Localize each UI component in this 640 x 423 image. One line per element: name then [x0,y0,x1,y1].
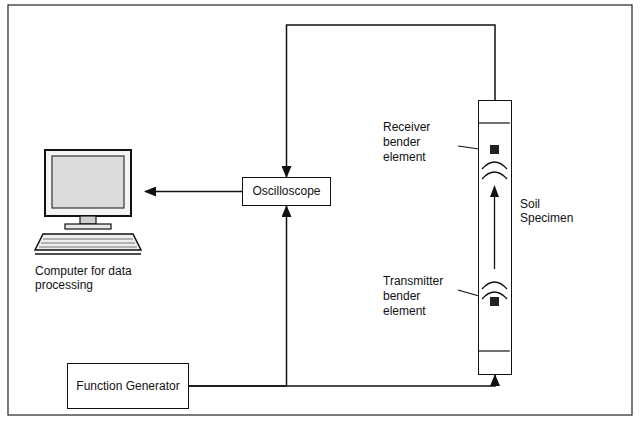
oscilloscope-box: Oscilloscope [242,177,331,206]
signal-wire [189,375,495,386]
signal-wire [287,25,496,177]
soil-specimen: Soil Specimen [478,100,512,375]
signal-wire [189,206,287,386]
node-label: Function Generator [72,379,183,393]
specimen-interior [479,101,510,373]
node-label: Soil Specimen [520,197,584,226]
node-label: Computer for data processing [35,264,143,293]
function-generator-box: Function Generator [67,363,189,409]
receiver-element [490,145,499,154]
part-label: Receiver bender element [383,120,455,165]
node-label: Oscilloscope [248,184,324,198]
signal-wire [145,191,242,193]
part-label: Transmitter bender element [383,274,455,319]
computer-icon [33,148,145,260]
transmitter-element [490,297,499,306]
computer-node: Computer for data processing [33,148,145,298]
outer-frame [8,5,632,415]
